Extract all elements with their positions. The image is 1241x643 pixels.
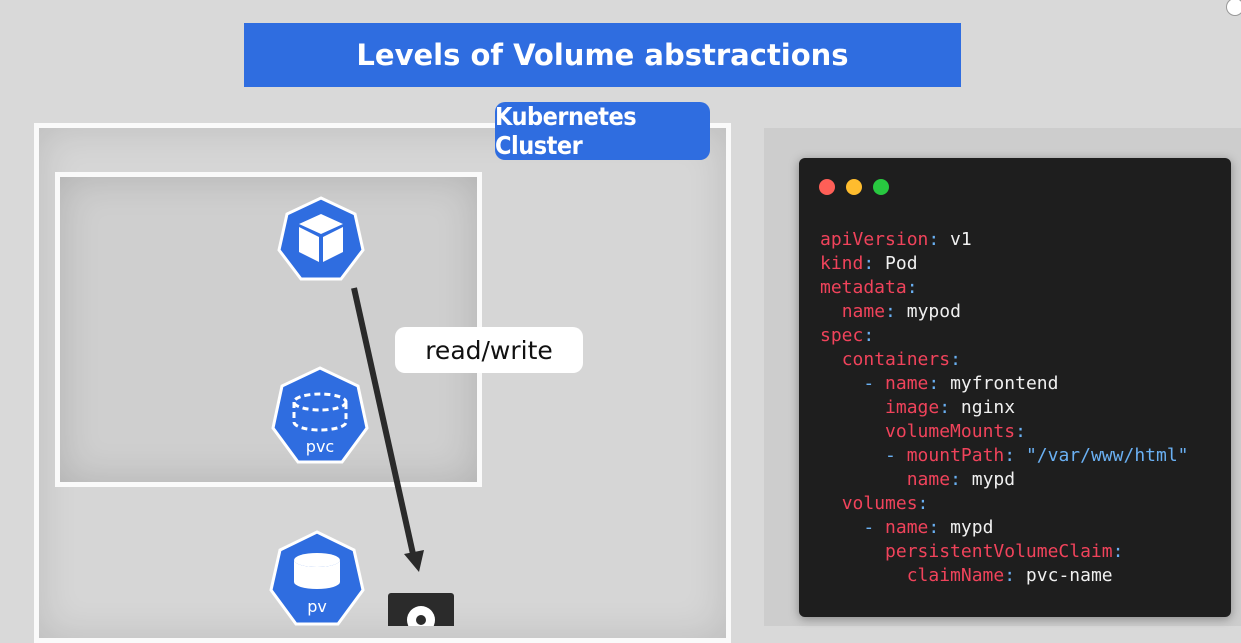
code-line: kind: Pod xyxy=(820,253,918,274)
code-line: persistentVolumeClaim: xyxy=(885,541,1124,562)
code-line: containers: xyxy=(841,349,961,370)
pv-label: pv xyxy=(307,597,327,616)
code-line: volumeMounts: xyxy=(885,421,1026,442)
code-key: kind xyxy=(820,253,864,274)
code-value: myfrontend xyxy=(939,373,1059,394)
pvc-label: pvc xyxy=(306,437,334,456)
code-key: name xyxy=(885,373,929,394)
code-line: apiVersion: v1 xyxy=(820,229,972,250)
code-line: - name: myfrontend xyxy=(863,373,1059,394)
code-value: v1 xyxy=(939,229,972,250)
code-key: image xyxy=(885,397,940,418)
code-line: claimName: pvc-name xyxy=(906,565,1113,586)
code-window: apiVersion: v1 kind: Pod metadata: name: m… xyxy=(799,158,1231,617)
window-close-dot xyxy=(819,179,835,195)
window-minimize-dot xyxy=(846,179,862,195)
pvc-icon: pvc xyxy=(271,366,369,464)
code-key: name xyxy=(885,517,929,538)
code-key: apiVersion xyxy=(820,229,929,250)
code-key: volumes xyxy=(841,493,918,514)
cluster-label: Kubernetes Cluster xyxy=(495,102,710,160)
code-value: pvc-name xyxy=(1015,565,1113,586)
storage-device-icon xyxy=(388,593,454,626)
code-line: volumes: xyxy=(841,493,929,514)
yaml-code: apiVersion: v1 kind: Pod metadata: name: m… xyxy=(820,228,1189,588)
info-icon[interactable] xyxy=(1226,0,1241,16)
code-key: spec xyxy=(820,325,864,346)
code-line: metadata: xyxy=(820,277,918,298)
code-key: name xyxy=(841,301,886,322)
code-value: nginx xyxy=(950,397,1016,418)
code-value: Pod xyxy=(874,253,918,274)
window-maximize-dot xyxy=(873,179,889,195)
code-key: volumeMounts xyxy=(885,421,1016,442)
page-title: Levels of Volume abstractions xyxy=(244,23,961,87)
code-key: containers xyxy=(841,349,951,370)
pv-icon: pv xyxy=(269,530,365,626)
read-write-label: read/write xyxy=(395,327,583,373)
read-write-arrow xyxy=(351,287,424,572)
code-line: - mountPath: "/var/www/html" xyxy=(885,445,1189,466)
code-line: spec: xyxy=(820,325,875,346)
code-key: persistentVolumeClaim xyxy=(885,541,1113,562)
pod-icon xyxy=(277,196,365,281)
code-key: name xyxy=(906,469,951,490)
code-value: "/var/www/html" xyxy=(1015,445,1189,466)
code-value: mypod xyxy=(895,301,961,322)
code-key: claimName xyxy=(906,565,1005,586)
code-key: metadata xyxy=(820,277,907,298)
code-line: - name: mypd xyxy=(863,517,994,538)
code-line: image: nginx xyxy=(885,397,1016,418)
code-line: name: mypd xyxy=(906,469,1016,490)
code-value: mypd xyxy=(939,517,994,538)
code-key: mountPath xyxy=(906,445,1005,466)
code-value: mypd xyxy=(960,469,1016,490)
code-line: name: mypod xyxy=(841,301,961,322)
